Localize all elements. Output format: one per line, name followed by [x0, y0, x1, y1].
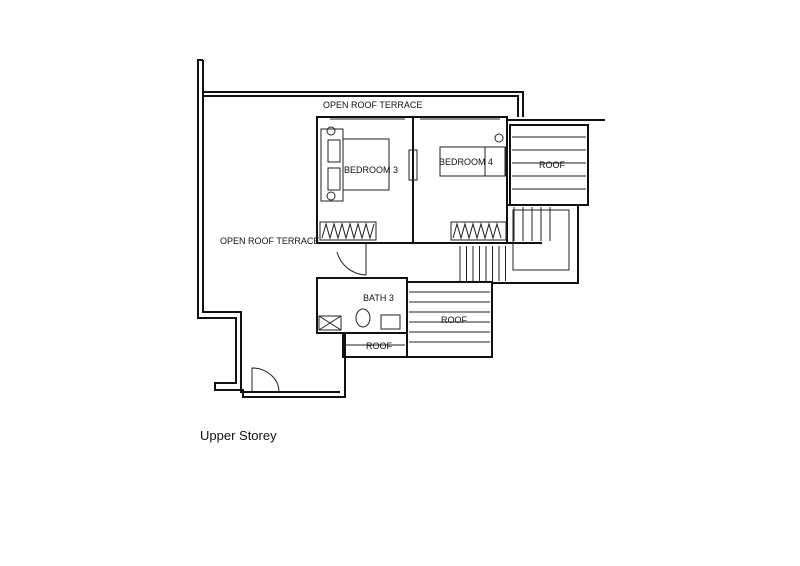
bath-3 [316, 277, 408, 334]
label-bedroom-3: BEDROOM 3 [344, 165, 398, 175]
label-bedroom-4: BEDROOM 4 [439, 157, 493, 167]
label-roof-right: ROOF [539, 160, 566, 170]
label-bath-3: BATH 3 [363, 293, 394, 303]
roof-right [507, 119, 605, 206]
label-roof-small: ROOF [366, 341, 393, 351]
label-terrace-top: OPEN ROOF TERRACE [323, 100, 422, 110]
staircase [459, 204, 579, 284]
label-terrace-left: OPEN ROOF TERRACE [220, 236, 319, 246]
bedroom-block [316, 116, 542, 276]
terrace-door [251, 367, 280, 393]
roof-lower [342, 281, 493, 358]
label-roof-lower: ROOF [441, 315, 468, 325]
terrace-walls [197, 59, 524, 398]
plan-caption: Upper Storey [200, 428, 277, 443]
